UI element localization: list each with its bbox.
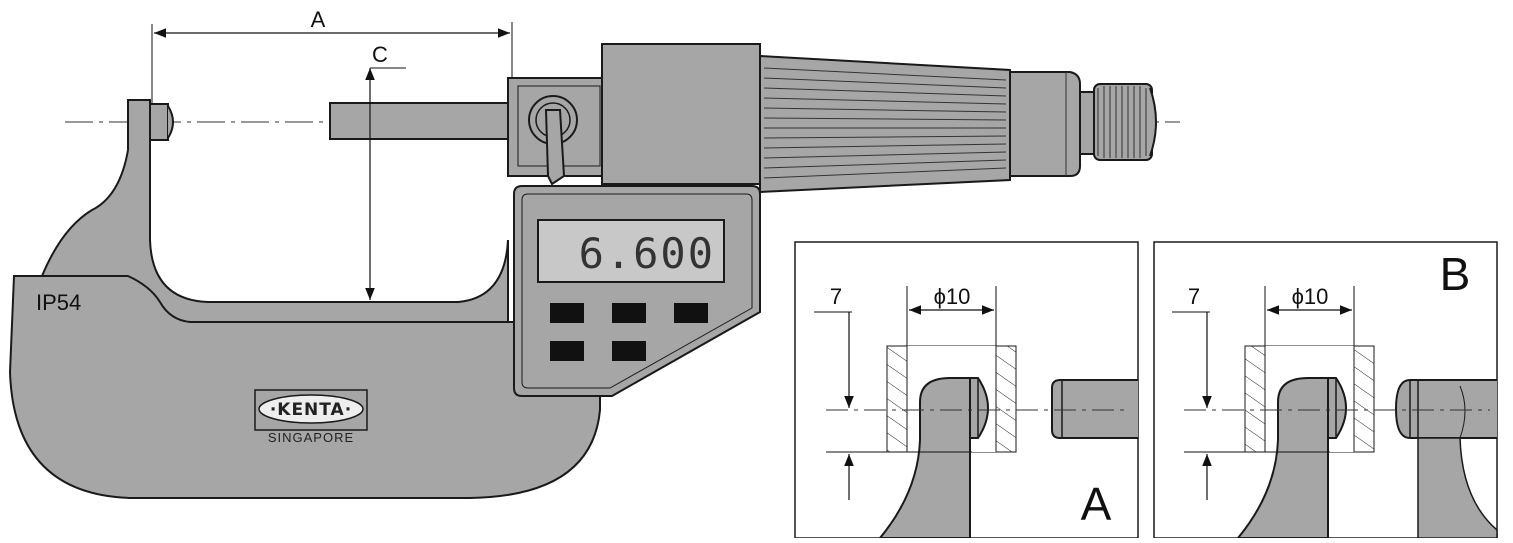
thimble <box>759 54 1011 194</box>
detail-a-panel: 7 ϕ10 A <box>794 241 1139 539</box>
brand-origin: SINGAPORE <box>268 430 354 445</box>
dimension-c-label: C <box>372 42 388 67</box>
ratchet-knob <box>1093 83 1153 161</box>
detail-b-spindle <box>1394 379 1497 439</box>
detail-b-diameter-label: ϕ10 <box>1292 284 1329 309</box>
display-housing <box>513 185 761 397</box>
ratchet-knurl <box>1097 86 1147 158</box>
detail-a-letter: A <box>1081 478 1112 530</box>
display-button-2[interactable] <box>612 303 646 323</box>
lcd-screen <box>537 219 725 283</box>
micrometer-drawing: 6.600 IP54 ·KENTA· SINGAPORE A C <box>8 7 1180 499</box>
spindle <box>329 102 511 140</box>
detail-b-letter: B <box>1440 248 1471 300</box>
anvil <box>149 103 169 141</box>
lcd-reading: 6.600 <box>579 229 715 278</box>
detail-a-height-label: 7 <box>830 284 842 309</box>
lock-lever <box>544 109 566 186</box>
detail-a-diameter-label: ϕ10 <box>934 284 971 309</box>
detail-a-anvil-arm <box>877 377 971 539</box>
brand-name: ·KENTA· <box>270 400 352 420</box>
detail-b-height-label: 7 <box>1188 284 1200 309</box>
head-block <box>601 43 761 185</box>
display-button-4[interactable] <box>550 341 584 361</box>
detail-b-anvil-arm <box>1235 377 1329 539</box>
frame-body <box>8 99 601 499</box>
brand-logo: ·KENTA· SINGAPORE <box>254 389 368 445</box>
frame-lip <box>14 275 510 323</box>
dimension-a-label: A <box>311 7 326 32</box>
detail-a-spindle <box>1051 379 1138 439</box>
display-button-5[interactable] <box>612 341 646 361</box>
detail-b-panel: 7 ϕ10 B <box>1153 241 1498 539</box>
ip-rating-label: IP54 <box>36 290 81 315</box>
anvil-tip <box>167 105 174 139</box>
thimble-knurl <box>763 67 1007 179</box>
thimble-cap <box>1009 71 1081 177</box>
display-button-1[interactable] <box>550 303 584 323</box>
display-button-3[interactable] <box>674 303 708 323</box>
